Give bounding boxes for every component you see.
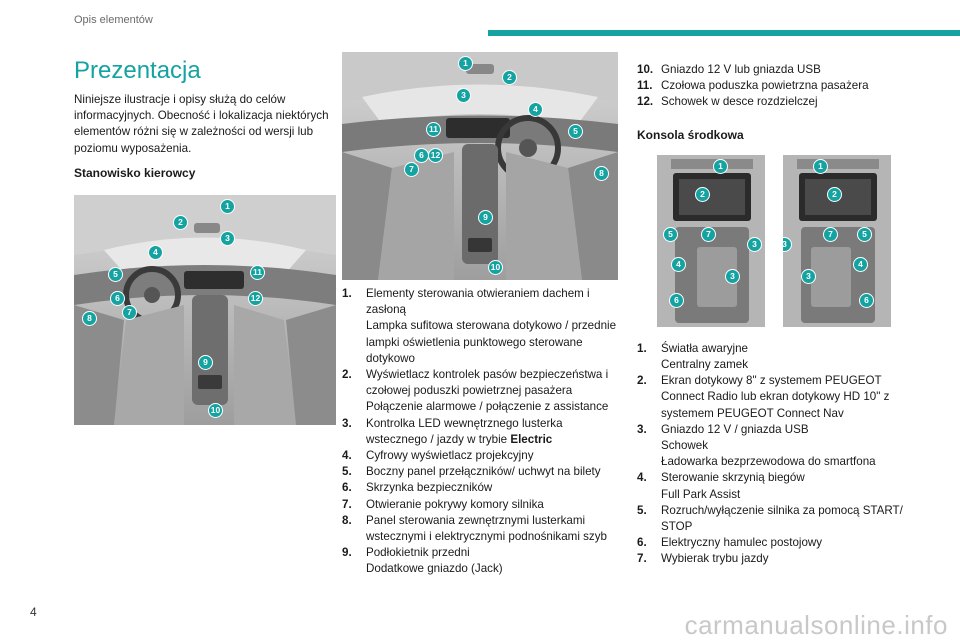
console-left-marker-1: 1	[713, 158, 728, 174]
console-illustration-right	[783, 154, 891, 327]
list-item: 7.Otwieranie pokrywy komory silnika	[342, 497, 544, 511]
console-right-marker-3b: 3	[801, 268, 816, 284]
page-number: 4	[30, 605, 37, 619]
list-item: 2.Wyświetlacz kontrolek pasów bezpieczeń…	[342, 368, 609, 414]
list-item: 7.Wybierak trybu jazdy	[637, 552, 769, 566]
page-title: Prezentacja	[74, 57, 201, 84]
console-right-marker-1: 1	[813, 158, 828, 174]
list-item: 3.Kontrolka LED wewnętrznego lusterka ws…	[342, 416, 563, 446]
console-photo-right: 1 2 3 7 5 4 3 6	[783, 154, 891, 327]
console-right-marker-3: 3	[783, 236, 792, 252]
marker-1: 1	[458, 56, 473, 71]
column-left: Prezentacja Niniejsze ilustracje i opisy…	[74, 52, 336, 426]
subhead-driver-station: Stanowisko kierowcy	[74, 165, 196, 180]
intro-paragraph: Niniejsze ilustracje i opisy służą do ce…	[74, 93, 329, 155]
marker-10: 10	[208, 403, 223, 419]
console-photo-left: 1 2 5 7 3 4 3 6	[657, 154, 765, 327]
list-item: 11.Czołowa poduszka powietrzna pasażera	[637, 79, 869, 93]
console-left-marker-2: 2	[695, 186, 710, 202]
marker-1: 1	[220, 199, 235, 215]
console-right-marker-4: 4	[853, 256, 868, 272]
list-item: 1.Elementy sterowania otwieraniem dachem…	[342, 287, 617, 365]
marker-5: 5	[568, 124, 583, 139]
list-item: 6.Elektryczny hamulec postojowy	[637, 536, 823, 550]
marker-4: 4	[528, 102, 543, 117]
legend-driver-station-continued: 10.Gniazdo 12 V lub gniazda USB 11.Czoło…	[637, 62, 907, 111]
subhead-center-console: Konsola środkowa	[637, 127, 744, 142]
marker-7: 7	[404, 162, 419, 177]
marker-11: 11	[426, 122, 441, 137]
marker-7: 7	[122, 305, 137, 321]
console-right-marker-2: 2	[827, 186, 842, 202]
list-item: 4.Cyfrowy wyświetlacz projekcyjny	[342, 449, 534, 463]
console-left-marker-4: 4	[671, 256, 686, 272]
marker-3: 3	[220, 231, 235, 247]
console-left-marker-3: 3	[747, 236, 762, 252]
console-left-marker-6: 6	[669, 292, 684, 308]
list-item: 5.Boczny panel przełączników/ uchwyt na …	[342, 465, 601, 479]
section-header-bar	[488, 30, 960, 36]
list-item: 10.Gniazdo 12 V lub gniazda USB	[637, 63, 821, 76]
marker-3: 3	[456, 88, 471, 103]
marker-2: 2	[173, 215, 188, 231]
marker-9: 9	[198, 355, 213, 371]
list-item: 2.Ekran dotykowy 8" z systemem PEUGEOT C…	[637, 374, 890, 420]
list-item: 12.Schowek w desce rozdzielczej	[637, 95, 818, 109]
console-right-marker-6: 6	[859, 292, 874, 308]
marker-11: 11	[250, 265, 265, 281]
list-item: 8.Panel sterowania zewnętrznymi lusterka…	[342, 513, 607, 544]
marker-6: 6	[110, 291, 125, 307]
cockpit-illustration	[74, 195, 336, 426]
cockpit-illustration-center	[342, 52, 618, 280]
list-item: 6.Skrzynka bezpieczników	[342, 481, 493, 495]
console-left-marker-3b: 3	[725, 268, 740, 284]
marker-10: 10	[488, 260, 503, 275]
marker-5: 5	[108, 267, 123, 283]
list-item: 5.Rozruch/wyłączenie silnika za pomocą S…	[637, 503, 903, 534]
marker-12: 12	[248, 291, 263, 307]
cockpit-photo-center: 1 2 3 4 11 5 6 12 7 8 9 10	[342, 52, 618, 280]
console-right-marker-7: 7	[823, 226, 838, 242]
column-middle: 1 2 3 4 11 5 6 12 7 8 9 10 1.Elementy st…	[342, 52, 618, 578]
console-left-marker-5: 5	[663, 226, 678, 242]
marker-6: 6	[414, 148, 429, 163]
section-header-label: Opis elementów	[74, 14, 153, 26]
marker-8: 8	[594, 166, 609, 181]
console-photos: 1 2 5 7 3 4 3 6 1 2 3 7 5 4 3 6	[637, 154, 907, 331]
watermark: carmanualsonline.info	[684, 610, 948, 640]
marker-4: 4	[148, 245, 163, 261]
column-right: 10.Gniazdo 12 V lub gniazda USB 11.Czoło…	[637, 62, 907, 568]
marker-9: 9	[478, 210, 493, 225]
marker-12: 12	[428, 148, 443, 163]
marker-8: 8	[82, 311, 97, 327]
console-left-marker-7: 7	[701, 226, 716, 242]
console-right-marker-5: 5	[857, 226, 872, 242]
legend-driver-station: 1.Elementy sterowania otwieraniem dachem…	[342, 286, 618, 578]
cockpit-photo-left: 1 2 3 4 5 11 6 12 7 8 9 10	[74, 195, 336, 426]
marker-2: 2	[502, 70, 517, 85]
